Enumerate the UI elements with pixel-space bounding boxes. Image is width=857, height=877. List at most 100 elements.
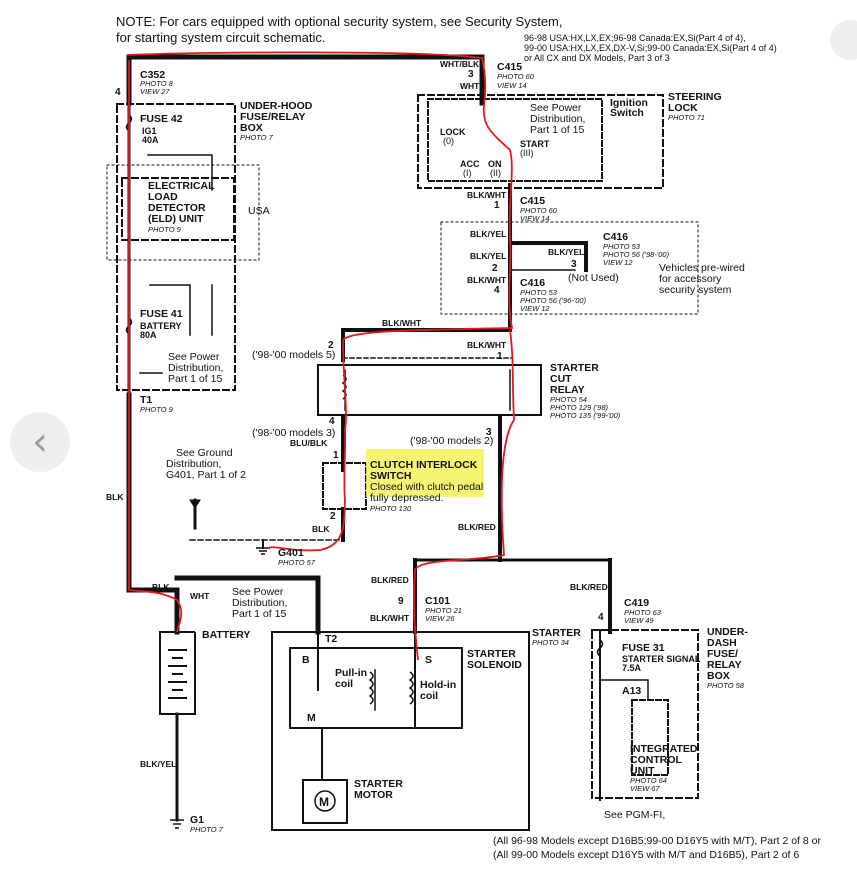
note-line-1: NOTE: For cars equipped with optional se… — [116, 14, 563, 29]
fuse42-rating-2: 40A — [142, 135, 159, 145]
starter-motor-1: STARTER — [354, 778, 403, 790]
c415-bot-wire: BLK/WHT — [467, 190, 507, 200]
c101-photo: PHOTO 21 — [425, 606, 462, 615]
c416b-pin2: 2 — [492, 263, 498, 274]
solenoid-box — [289, 647, 463, 729]
starter-photo: PHOTO 34 — [532, 638, 569, 647]
motor-symbol — [314, 790, 336, 812]
under-hood-title-3: BOX — [240, 122, 263, 134]
eld-photo: PHOTO 9 — [148, 225, 181, 234]
relay-models-b: ('98-'00 models 3) — [252, 427, 336, 439]
ground-ref-3: G401, Part 1 of 2 — [166, 469, 246, 481]
dash-title-4: RELAY — [707, 659, 742, 671]
c416b-photo-2: PHOTO 56 ('96-'00) — [520, 296, 587, 305]
wire-blk-wht-1: BLK/WHT — [467, 275, 507, 285]
ignition-switch-1: Ignition — [610, 97, 648, 109]
solenoid-m: M — [307, 712, 316, 724]
sl-see-power-2: Distribution, — [530, 113, 586, 125]
c416b-photo-1: PHOTO 53 — [520, 288, 557, 297]
icu-photo: PHOTO 64 — [630, 776, 667, 785]
solenoid-title-1: STARTER — [467, 648, 516, 660]
c416-pin3: 3 — [571, 259, 577, 270]
ground-symbol-g1 — [170, 819, 184, 829]
pgmfi-line-1: (All 96-98 Models except D16B5;99-00 D16… — [493, 835, 821, 847]
c101-name: C101 — [425, 595, 451, 607]
note-ref-1: 96-98 USA:HX,LX,EX;96-98 Canada:EX,Si(Pa… — [524, 33, 746, 43]
steering-lock-box — [417, 94, 664, 189]
under-hood-box — [116, 103, 236, 391]
dash-title-2: DASH — [707, 637, 737, 649]
ign-acc-1: ACC — [460, 159, 480, 169]
ign-start-2: (III) — [520, 148, 534, 158]
g401-name: G401 — [278, 547, 304, 559]
wire-blk-red-2: BLK/RED — [371, 575, 409, 585]
relay-title-3: RELAY — [550, 384, 585, 396]
c419-name: C419 — [624, 597, 650, 609]
dash-photo: PHOTO 58 — [707, 681, 744, 690]
wire-blk-wht-2: BLK/WHT — [382, 318, 422, 328]
clutch-title-2: SWITCH — [370, 470, 412, 482]
relay-models-a: ('98-'00 models 5) — [252, 349, 336, 361]
note-ref-3: or All CX and DX Models, Part 3 of 3 — [524, 53, 670, 63]
wire-blk-yel-1: BLK/YEL — [470, 229, 507, 239]
battery-label: BATTERY — [202, 629, 251, 641]
dash-fuse-box — [591, 629, 699, 799]
steering-lock-photo: PHOTO 71 — [668, 113, 705, 122]
wire-wht: WHT — [190, 591, 210, 601]
clutch-highlight — [366, 449, 484, 497]
previous-image-button[interactable]: ‹ — [10, 412, 70, 472]
c352-pin: 4 — [115, 87, 121, 98]
c416-not-used: (Not Used) — [568, 272, 619, 284]
steering-lock-title-1: STEERING — [668, 91, 722, 103]
c415-top-wire: WHT/BLK — [440, 59, 480, 69]
clutch-pin2: 2 — [330, 511, 336, 522]
dash-title-5: BOX — [707, 670, 730, 682]
c415-bot-name: C415 — [520, 195, 546, 207]
sl-see-power-1: See Power — [530, 102, 582, 114]
steering-lock-title-2: LOCK — [668, 102, 698, 114]
starter-motor-2: MOTOR — [354, 789, 393, 801]
c415-top-pin: 3 — [468, 69, 474, 80]
hold-in-coil-symbol — [408, 671, 414, 705]
relay-title-2: CUT — [550, 373, 572, 385]
c419-photo: PHOTO 63 — [624, 608, 661, 617]
c419-pin: 4 — [598, 612, 604, 623]
security-box — [440, 221, 699, 315]
c416-name: C416 — [603, 231, 629, 243]
starter-box — [271, 631, 530, 831]
g1-photo: PHOTO 7 — [190, 825, 223, 834]
ign-lock-2: (0) — [443, 136, 454, 146]
under-hood-title-1: UNDER-HOOD — [240, 100, 313, 112]
next-image-button[interactable] — [830, 20, 857, 60]
c352-photo: PHOTO 8 — [140, 79, 173, 88]
solenoid-title-2: SOLENOID — [467, 659, 522, 671]
wire-blk-yel-2: BLK/YEL — [470, 251, 507, 261]
c416b-pin4: 4 — [494, 285, 500, 296]
dash-title-1: UNDER- — [707, 626, 748, 638]
starter-motor-box — [302, 779, 348, 824]
c101-pin: 9 — [398, 596, 404, 607]
fuse31-name: FUSE 31 — [622, 642, 665, 654]
wire-blk-red-3: BLK/RED — [570, 582, 608, 592]
ground-symbol-g401 — [256, 547, 270, 555]
security-note-2: for accessory — [659, 273, 722, 285]
c415-top-wire2: WHT — [460, 81, 480, 91]
relay-photo-1: PHOTO 54 — [550, 395, 587, 404]
c352-view: VIEW 27 — [140, 87, 170, 96]
eld-region: USA — [248, 205, 270, 217]
c416-photo-2: PHOTO 56 ('98-'00) — [603, 250, 670, 259]
svg-text:M: M — [319, 795, 329, 809]
ign-lock-1: LOCK — [440, 127, 466, 137]
c416-view: VIEW 12 — [603, 258, 633, 267]
clutch-title-1: CLUTCH INTERLOCK — [370, 459, 478, 471]
solenoid-b: B — [302, 654, 310, 666]
wire-blk-wht-3: BLK/WHT — [467, 340, 507, 350]
sl-see-power-3: Part 1 of 15 — [530, 124, 585, 136]
c415-top-photo: PHOTO 60 — [497, 72, 534, 81]
ground-ref-1: See Ground — [176, 447, 233, 459]
relay-models-c: ('98-'00 models 2) — [410, 435, 494, 447]
fuse31-rating: 7.5A — [622, 663, 642, 673]
ign-on-2: (II) — [490, 168, 501, 178]
g401-photo: PHOTO 57 — [278, 558, 315, 567]
